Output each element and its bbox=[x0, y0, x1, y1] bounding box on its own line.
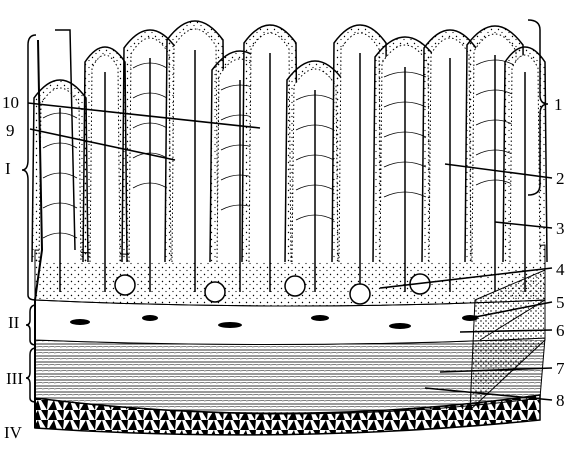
label-layer-1: I bbox=[5, 160, 11, 177]
label-num-6: 6 bbox=[556, 322, 565, 339]
crypt-gland bbox=[115, 275, 135, 295]
crypt-gland bbox=[205, 282, 225, 302]
label-num-10: 10 bbox=[2, 94, 19, 111]
label-num-1: 1 bbox=[554, 96, 563, 113]
crypt-gland bbox=[285, 276, 305, 296]
label-layer-4: IV bbox=[4, 424, 22, 441]
label-num-9: 9 bbox=[6, 122, 15, 139]
label-num-7: 7 bbox=[556, 360, 565, 377]
label-num-4: 4 bbox=[556, 261, 565, 278]
submucosa-layer bbox=[35, 300, 545, 345]
label-layer-3: III bbox=[6, 370, 23, 387]
label-num-3: 3 bbox=[556, 220, 565, 237]
label-num-5: 5 bbox=[556, 294, 565, 311]
muscularis-layer bbox=[35, 338, 545, 414]
villi-group bbox=[32, 21, 547, 304]
label-num-8: 8 bbox=[556, 392, 565, 409]
label-num-2: 2 bbox=[556, 170, 565, 187]
crypt-gland bbox=[350, 284, 370, 304]
label-layer-2: II bbox=[8, 314, 19, 331]
